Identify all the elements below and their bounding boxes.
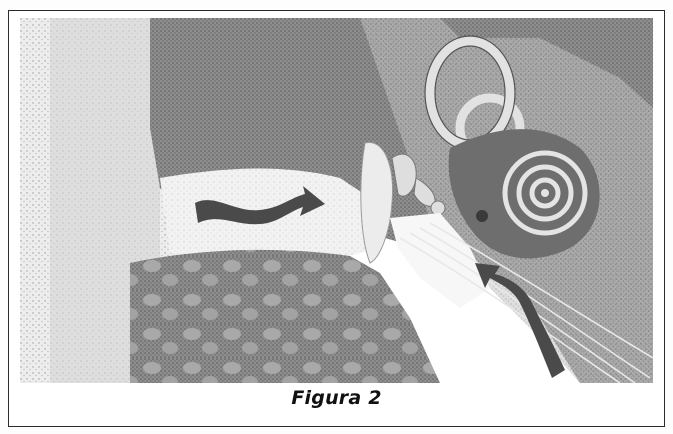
lower-bone-mastoid: [130, 250, 440, 383]
tympanic-membrane: [361, 142, 393, 263]
figure-caption: Figura 2: [0, 387, 673, 409]
round-window: [476, 210, 488, 222]
ear-anatomy-illustration: [20, 18, 653, 383]
